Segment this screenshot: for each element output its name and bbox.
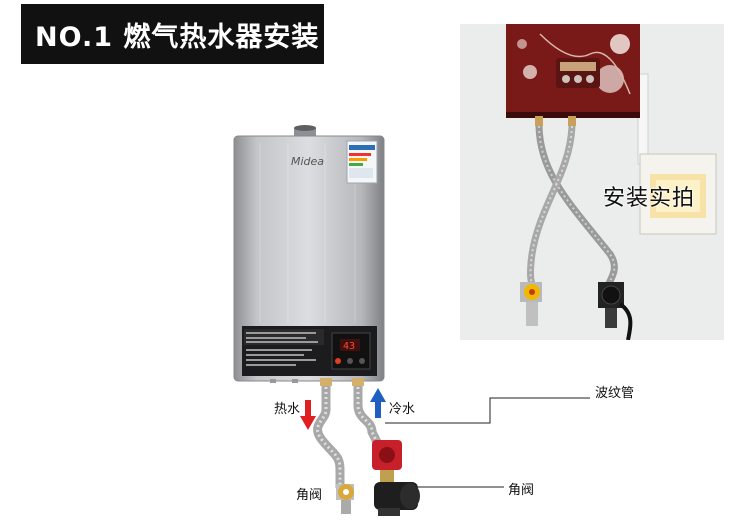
installation-photo: 安装实拍 bbox=[460, 24, 724, 340]
page-title: NO.1 燃气热水器安装 bbox=[35, 21, 320, 53]
hot-water-label: 热水 bbox=[274, 402, 301, 417]
corrugated-pipe-label: 波纹管 bbox=[595, 386, 635, 401]
title-banner: NO.1 燃气热水器安装 bbox=[21, 4, 324, 64]
cold-water-label: 冷水 bbox=[389, 402, 416, 417]
water-heater: 43 Midea bbox=[230, 123, 390, 387]
brand-logo: Midea bbox=[291, 155, 325, 168]
display-digits: 43 bbox=[343, 341, 355, 352]
angle-valve-right-label: 角阀 bbox=[508, 483, 535, 498]
photo-caption: 安装实拍 bbox=[603, 186, 696, 211]
angle-valve-left-label: 角阀 bbox=[296, 488, 323, 503]
